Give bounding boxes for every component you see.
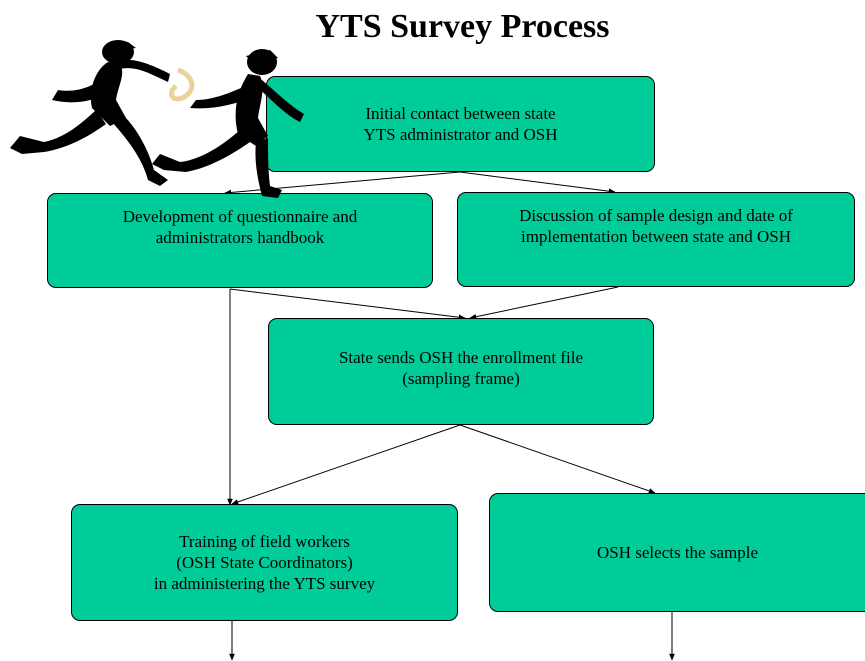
edge-questionnaire-to-enrollment [229, 288, 466, 321]
relay-runners-icon [10, 40, 304, 198]
node-label: Initial contact between state YTS admini… [363, 104, 558, 144]
node-sample-design: Discussion of sample design and date of … [457, 192, 855, 287]
node-training: Training of field workers (OSH State Coo… [71, 504, 458, 621]
edge-sample-design-to-enrollment [469, 286, 619, 320]
node-selects-sample: OSH selects the sample [489, 493, 865, 612]
edge-contact-to-sample-design [459, 171, 616, 194]
diagram-title: YTS Survey Process [315, 8, 610, 45]
node-label: OSH selects the sample [597, 543, 758, 562]
node-label: Training of field workers (OSH State Coo… [153, 532, 376, 593]
edge-enrollment-to-training [231, 424, 461, 505]
runner-right-icon [152, 49, 304, 198]
node-label: Development of questionnaire and adminis… [122, 207, 358, 247]
node-initial-contact: Initial contact between state YTS admini… [266, 76, 655, 172]
node-label: Discussion of sample design and date of … [519, 206, 793, 246]
edge-enrollment-to-selects [459, 424, 656, 494]
baton-icon [169, 67, 195, 102]
node-label: State sends OSH the enrollment file (sam… [338, 348, 584, 388]
node-questionnaire: Development of questionnaire and adminis… [47, 193, 433, 288]
runner-left-icon [10, 40, 170, 186]
node-enrollment-file: State sends OSH the enrollment file (sam… [268, 318, 654, 425]
